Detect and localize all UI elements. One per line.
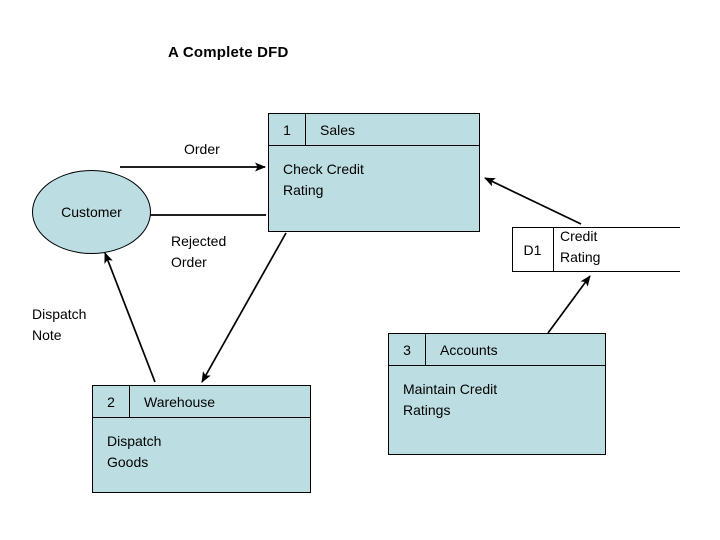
process-warehouse-description: Dispatch Goods <box>107 433 162 470</box>
process-sales-header: 1 Sales <box>269 114 479 146</box>
datastore-d1-name: Credit Rating <box>560 228 601 265</box>
process-accounts-number: 3 <box>389 334 426 365</box>
process-warehouse-header: 2 Warehouse <box>93 386 310 418</box>
process-sales[interactable]: 1 Sales Check Credit Rating <box>268 113 480 232</box>
datastore-d1-frame <box>512 227 680 272</box>
external-entity-customer[interactable]: Customer <box>32 170 151 254</box>
process-sales-name: Sales <box>320 121 356 138</box>
flow-label-order: Order <box>184 141 220 157</box>
external-entity-customer-label: Customer <box>61 204 122 220</box>
flow-arrow-d1-to-sales <box>484 177 582 225</box>
process-sales-number: 1 <box>269 114 306 145</box>
flow-arrow-dispatch-note <box>104 252 156 383</box>
flow-label-dispatch-note: Dispatch Note <box>32 306 87 343</box>
flow-arrow-sales-to-warehouse <box>201 232 287 383</box>
process-accounts[interactable]: 3 Accounts Maintain Credit Ratings <box>388 333 606 455</box>
process-warehouse[interactable]: 2 Warehouse Dispatch Goods <box>92 385 311 493</box>
flow-label-rejected-order: Rejected Order <box>171 233 227 270</box>
process-accounts-name: Accounts <box>440 341 498 358</box>
process-sales-description: Check Credit Rating <box>283 161 364 198</box>
process-accounts-description: Maintain Credit Ratings <box>403 381 498 418</box>
datastore-d1[interactable]: D1 Credit Rating <box>512 227 680 272</box>
process-accounts-header: 3 Accounts <box>389 334 605 366</box>
flow-arrow-accounts-to-d1 <box>547 275 591 334</box>
datastore-d1-code: D1 <box>512 227 554 272</box>
page-title: A Complete DFD <box>168 44 289 61</box>
process-warehouse-number: 2 <box>93 386 130 417</box>
process-warehouse-name: Warehouse <box>144 393 216 410</box>
